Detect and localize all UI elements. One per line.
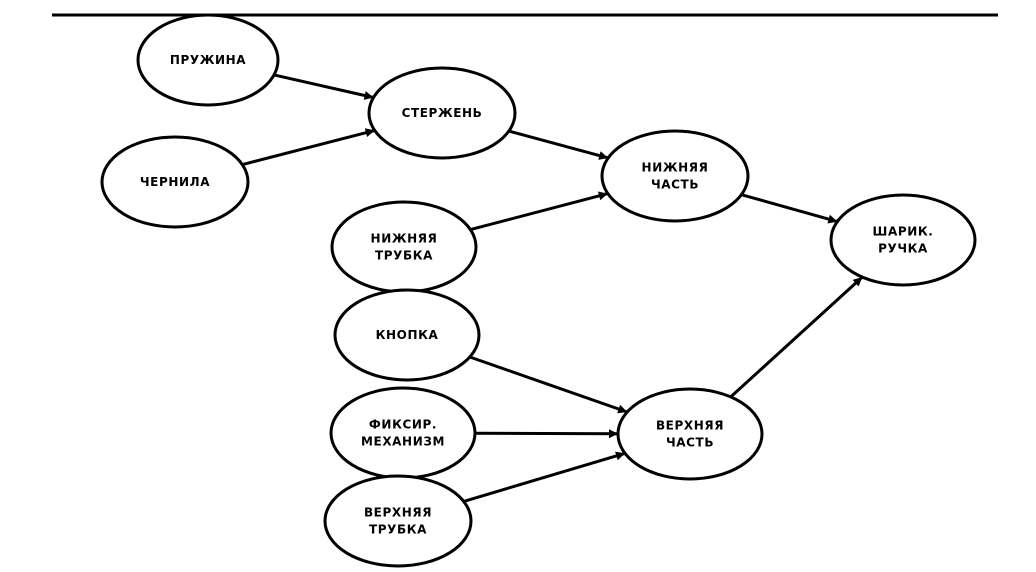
node-ballpoint-pen-label-line: РУЧКА xyxy=(878,242,928,256)
node-lower-tube-circle xyxy=(330,200,478,294)
edge-upper-part-to-ballpoint-pen xyxy=(729,275,864,399)
node-upper-tube-circle xyxy=(323,474,473,568)
node-lower-part-label-line: ЧАСТЬ xyxy=(651,178,699,192)
edge-lower-part-to-ballpoint-pen xyxy=(741,193,838,224)
edge-button-to-upper-part xyxy=(469,355,628,414)
edge-spring-to-rod xyxy=(273,73,374,100)
node-button-label-line: КНОПКА xyxy=(376,328,439,342)
edge-lower-tube-to-lower-part xyxy=(470,191,609,232)
node-rod-label-line: СТЕРЖЕНЬ xyxy=(402,106,483,120)
node-spring-circle xyxy=(136,13,280,107)
node-ink: ЧЕРНИЛА xyxy=(100,135,250,229)
node-rod: СТЕРЖЕНЬ xyxy=(367,66,517,160)
node-upper-part-circle xyxy=(616,387,764,481)
node-spring-label-line: ПРУЖИНА xyxy=(170,53,246,67)
node-lower-part: НИЖНЯЯ ЧАСТЬ xyxy=(600,129,750,223)
node-ballpoint-pen: ШАРИК. РУЧКА xyxy=(829,193,977,287)
node-lock-mechanism-label-line: ФИКСИР. xyxy=(369,418,437,432)
node-lock-mechanism: ФИКСИР. МЕХАНИЗМ xyxy=(329,386,477,480)
node-rod-circle xyxy=(367,66,517,160)
node-lock-mechanism-label-line: МЕХАНИЗМ xyxy=(361,435,445,449)
node-ballpoint-pen-label-line: ШАРИК. xyxy=(873,225,934,239)
node-ink-circle xyxy=(100,135,250,229)
node-lower-tube-label-line: НИЖНЯЯ xyxy=(371,232,438,246)
edge-rod-to-lower-part xyxy=(508,129,609,160)
node-ink-label-line: ЧЕРНИЛА xyxy=(140,175,210,189)
edge-upper-tube-to-upper-part xyxy=(463,451,626,503)
nodes-layer: ПРУЖИНА СТЕРЖЕНЬ ЧЕРНИЛА НИЖНЯЯ ЧАСТЬ НИЖНЯЯ Т… xyxy=(100,13,977,568)
node-upper-tube: ВЕРХНЯЯ ТРУБКА xyxy=(323,474,473,568)
node-lower-tube-label-line: ТРУБКА xyxy=(375,249,433,263)
node-button: КНОПКА xyxy=(333,288,481,382)
node-button-circle xyxy=(333,288,481,382)
edges-layer xyxy=(241,73,864,503)
node-lock-mechanism-circle xyxy=(329,386,477,480)
node-upper-tube-label-line: ТРУБКА xyxy=(369,523,427,537)
node-lower-part-circle xyxy=(600,129,750,223)
node-lower-tube: НИЖНЯЯ ТРУБКА xyxy=(330,200,478,294)
node-upper-part-label-line: ЧАСТЬ xyxy=(666,436,714,450)
node-lower-part-label-line: НИЖНЯЯ xyxy=(642,161,709,175)
edge-ink-to-rod xyxy=(241,128,376,167)
node-spring: ПРУЖИНА xyxy=(136,13,280,107)
node-upper-part: ВЕРХНЯЯ ЧАСТЬ xyxy=(616,387,764,481)
node-upper-tube-label-line: ВЕРХНЯЯ xyxy=(364,506,432,520)
node-upper-part-label-line: ВЕРХНЯЯ xyxy=(656,419,724,433)
node-ballpoint-pen-circle xyxy=(829,193,977,287)
